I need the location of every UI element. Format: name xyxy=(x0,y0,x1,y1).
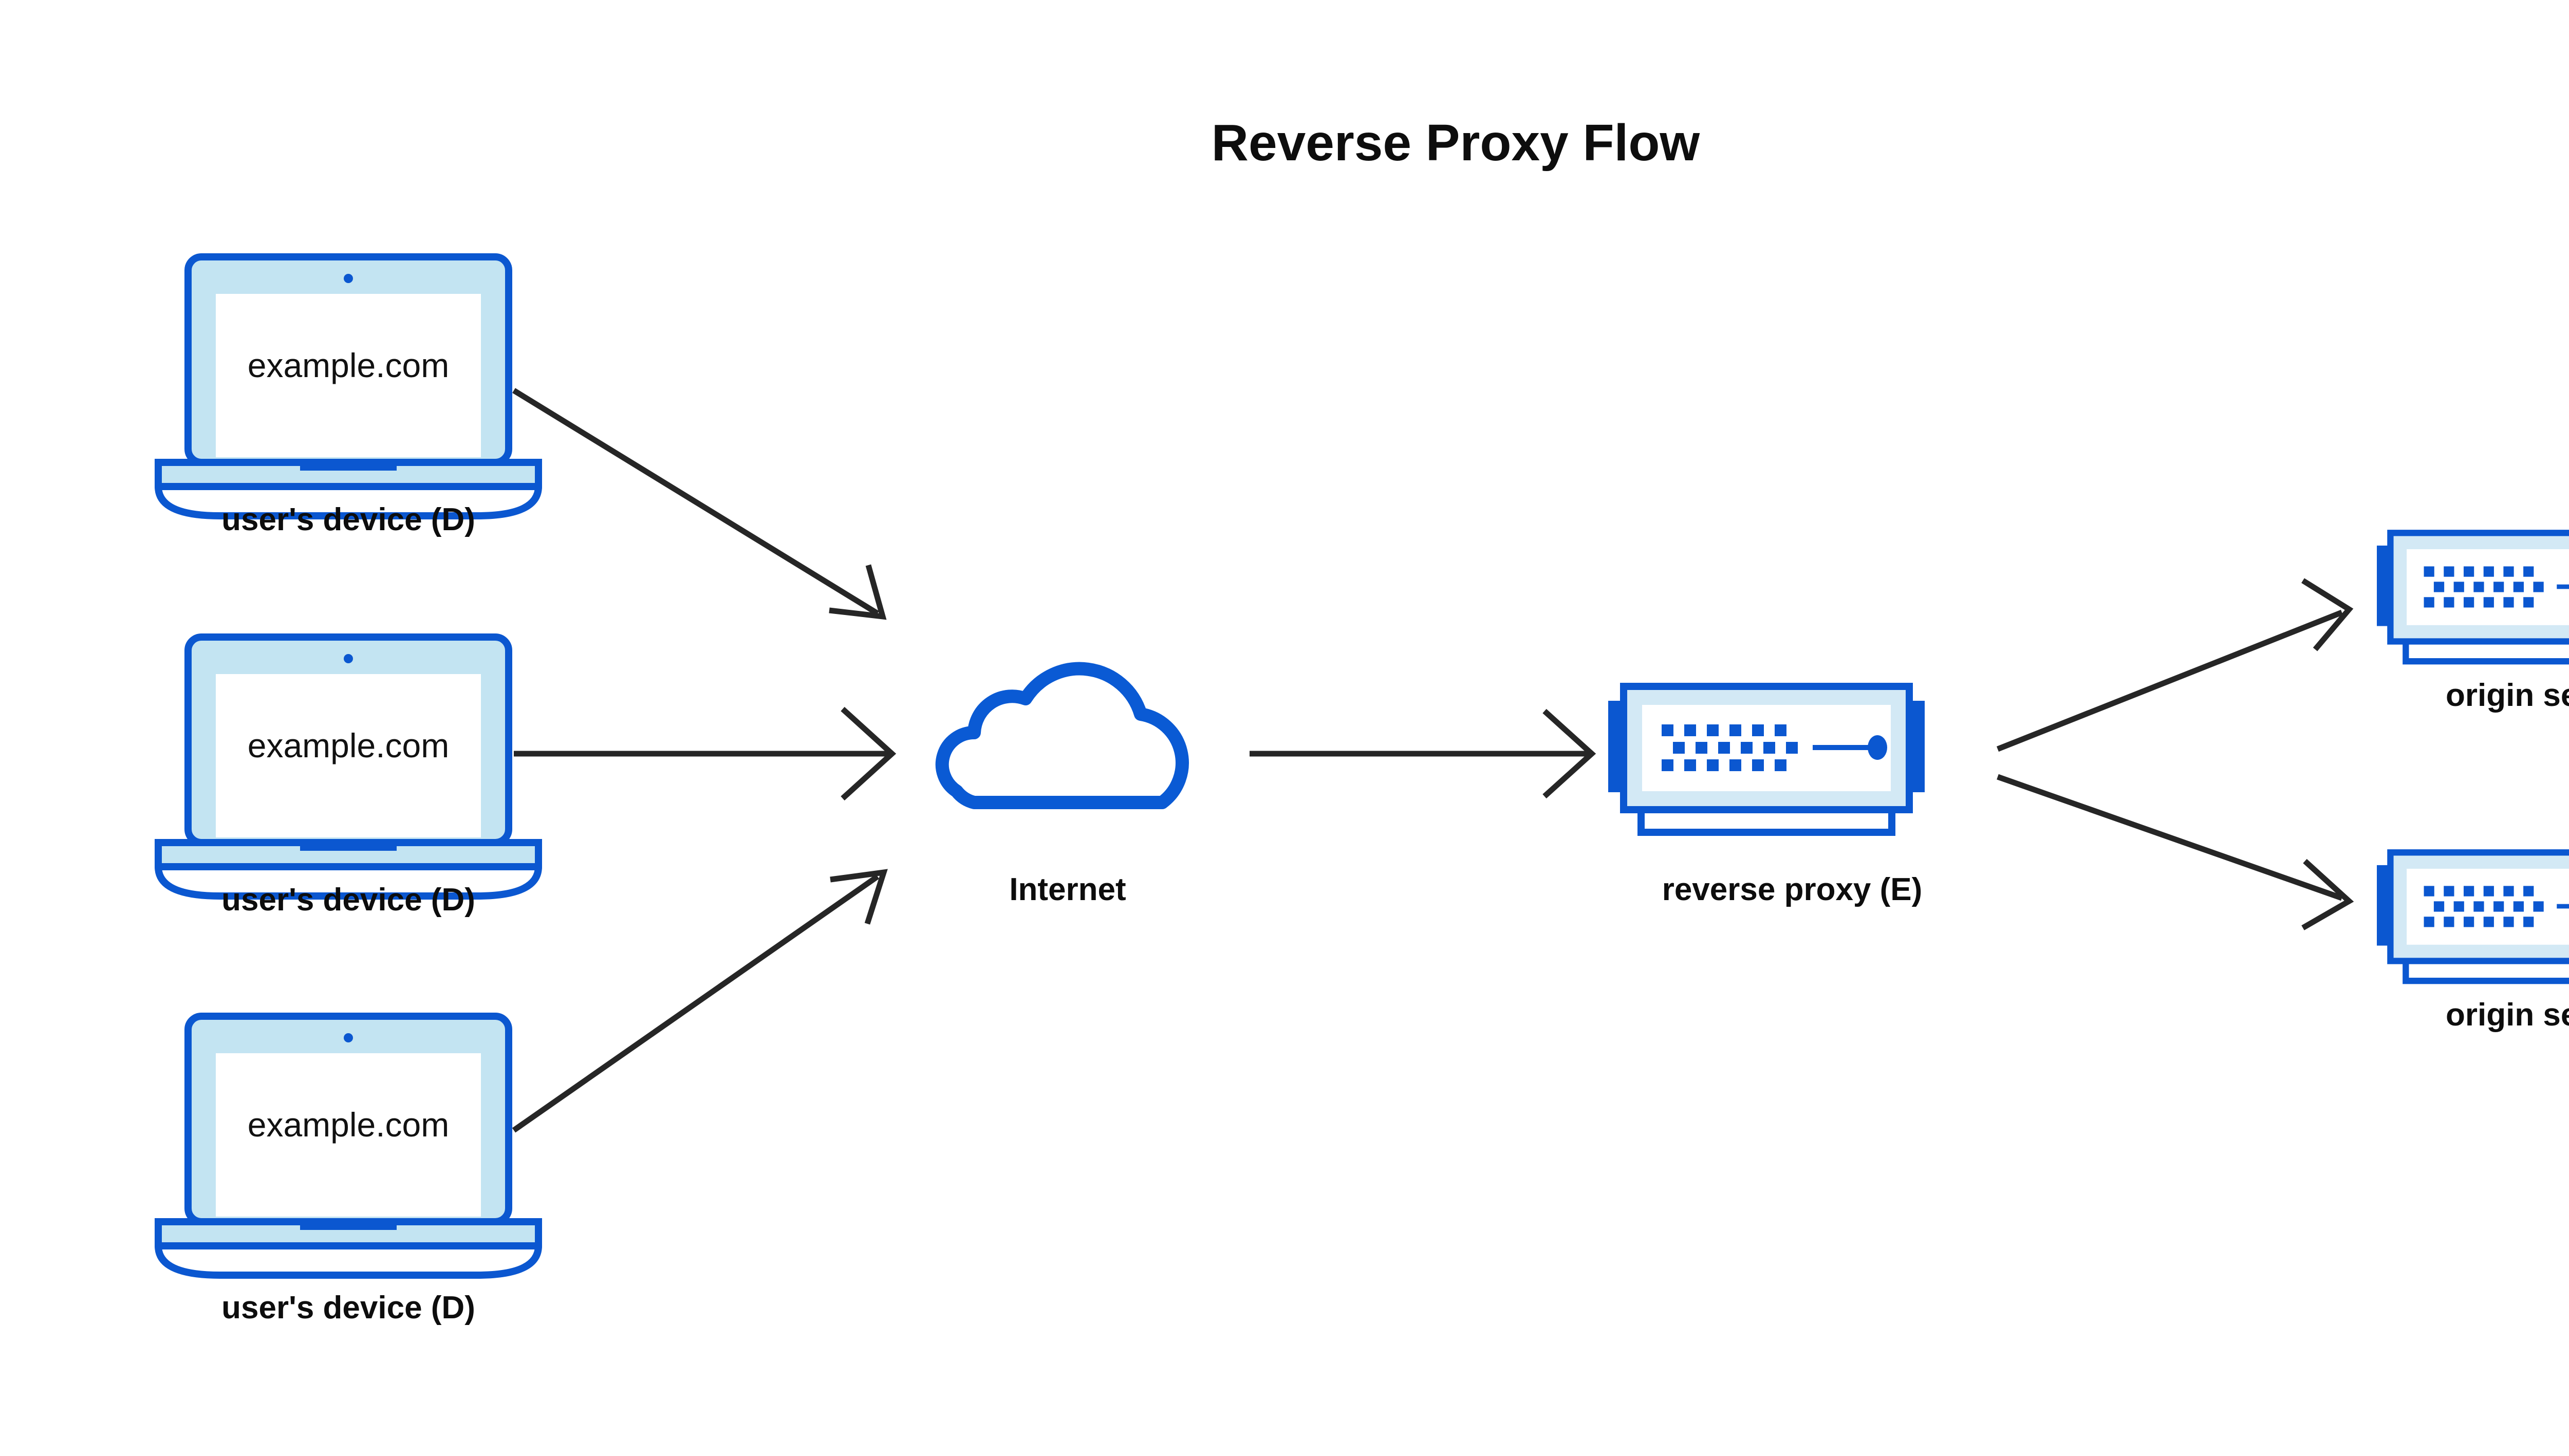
node-origin-bottom[interactable]: origin server (F) xyxy=(2377,852,2569,1033)
server-icon xyxy=(2377,852,2569,981)
conn-proxy-origin-top xyxy=(1996,578,2354,752)
cloud-icon xyxy=(942,669,1182,802)
node-device-middle[interactable]: example.com user's device (D) xyxy=(158,637,538,918)
device-bottom-label: user's device (D) xyxy=(221,1290,475,1326)
node-origin-top[interactable]: origin server (F) xyxy=(2377,533,2569,713)
connection-layer xyxy=(512,388,2354,1133)
conn-device-top-internet xyxy=(512,388,887,620)
origin-top-label: origin server (F) xyxy=(2446,678,2569,713)
reverse-proxy-label: reverse proxy (E) xyxy=(1662,872,1923,907)
node-internet[interactable]: Internet xyxy=(942,669,1182,907)
laptop-screen-text: example.com xyxy=(248,1106,450,1144)
laptop-icon xyxy=(158,1016,538,1275)
node-device-bottom[interactable]: example.com user's device (D) xyxy=(158,1016,538,1326)
device-middle-label: user's device (D) xyxy=(221,882,475,918)
device-top-label: user's device (D) xyxy=(221,502,475,537)
conn-internet-proxy xyxy=(1250,708,1596,799)
node-reverse-proxy[interactable]: reverse proxy (E) xyxy=(1608,686,1925,907)
laptop-screen-text: example.com xyxy=(248,726,450,764)
conn-device-bottom-internet xyxy=(512,869,888,1133)
laptop-icon xyxy=(158,637,538,896)
page-title: Reverse Proxy Flow xyxy=(1212,114,1700,172)
origin-bottom-label: origin server (F) xyxy=(2446,997,2569,1033)
conn-device-middle-internet xyxy=(514,706,897,801)
laptop-icon xyxy=(158,257,538,516)
node-device-top[interactable]: example.com user's device (D) xyxy=(158,257,538,537)
conn-proxy-origin-bottom xyxy=(1997,774,2354,930)
server-icon xyxy=(1608,686,1925,832)
server-icon xyxy=(2377,533,2569,661)
laptop-screen-text: example.com xyxy=(248,346,450,384)
internet-label: Internet xyxy=(1009,872,1126,907)
